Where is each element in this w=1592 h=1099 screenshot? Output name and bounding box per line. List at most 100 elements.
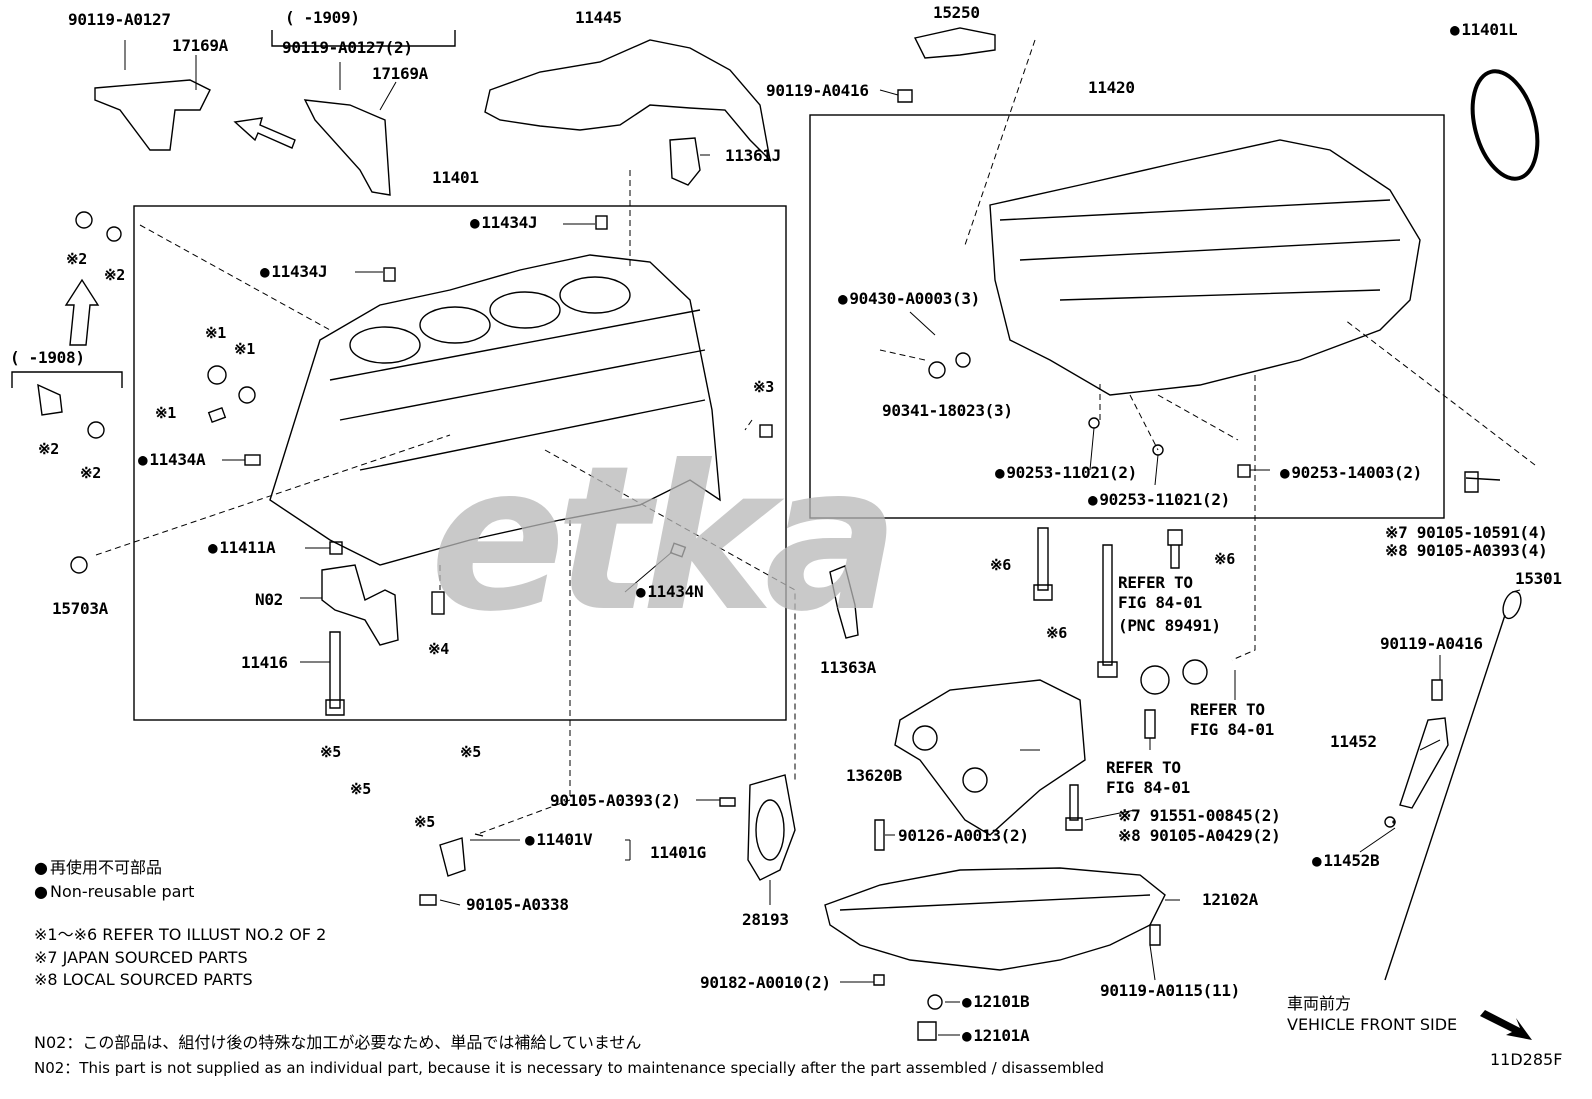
part-label[interactable]: 90253-11021(2) — [995, 465, 1137, 481]
bracket-17169a-left — [94, 79, 211, 151]
legend-note7: ※7 JAPAN SOURCED PARTS — [34, 948, 248, 967]
part-label[interactable]: 28193 — [742, 910, 789, 929]
watermark: etka — [430, 423, 899, 656]
part-label[interactable]: 11363A — [820, 658, 876, 677]
part-label[interactable]: 90105-A0393(2) — [550, 791, 681, 810]
sensor-15250 — [913, 27, 996, 59]
note-marker: ※1 — [155, 404, 176, 422]
bolt-11416 — [325, 631, 345, 716]
part-label[interactable]: 15250 — [933, 3, 980, 22]
part-label[interactable]: 90253-11021(2) — [1088, 492, 1230, 508]
part-label[interactable]: ※7 91551-00845(2) — [1118, 806, 1281, 825]
part-label[interactable]: 90126-A0013(2) — [898, 826, 1029, 845]
part-label[interactable]: 90105-A0338 — [466, 895, 569, 914]
refer-label[interactable]: FIG 84-01 — [1190, 720, 1274, 739]
gasket-28193 — [747, 774, 796, 881]
refer-label[interactable]: FIG 84-01 — [1106, 778, 1190, 797]
range-label: ( -1909) — [285, 8, 360, 27]
part-label[interactable]: 11401 — [432, 168, 479, 187]
cylinder-block-11401 — [269, 254, 721, 566]
part-label[interactable]: ※7 90105-10591(4) — [1385, 523, 1548, 542]
legend-en: Non-reusable part — [34, 884, 194, 900]
oil-seal-11401l — [1470, 69, 1540, 181]
part-label[interactable]: 90341-18023(3) — [882, 401, 1013, 420]
note-marker: ※5 — [414, 813, 435, 831]
bracket-17169a-right — [303, 99, 391, 196]
refer-label[interactable]: REFER TO — [1106, 758, 1181, 777]
vehicle-front-arrow — [1480, 1010, 1532, 1040]
note-marker: ※5 — [320, 743, 341, 761]
part-label[interactable]: 13620B — [846, 766, 902, 785]
note-marker: ※6 — [1046, 624, 1067, 642]
dipstick-15301 — [1384, 614, 1506, 981]
part-label[interactable]: 11434A — [138, 452, 205, 468]
note-marker: ※1 — [205, 324, 226, 342]
note-marker: ※5 — [350, 780, 371, 798]
crankcase-frame — [809, 114, 1445, 519]
part-label[interactable]: 11434J — [470, 215, 537, 231]
oil-pan-12102a — [824, 867, 1166, 971]
range-label: ( -1908) — [10, 348, 85, 367]
bearing-cap-n02 — [321, 564, 399, 646]
diagram-code: 11D285F — [1490, 1050, 1563, 1069]
part-label[interactable]: 11411A — [208, 540, 275, 556]
part-label[interactable]: ※8 90105-A0393(4) — [1385, 541, 1548, 560]
direction-arrow-left — [233, 117, 296, 149]
front-en: VEHICLE FRONT SIDE — [1287, 1015, 1458, 1034]
timing-cover-11445 — [484, 39, 772, 163]
part-label[interactable]: N02 — [255, 590, 283, 609]
part-label[interactable]: 90119-A0416 — [1380, 634, 1483, 653]
part-label[interactable]: 11401G — [650, 843, 706, 862]
note-marker: ※5 — [460, 743, 481, 761]
part-label[interactable]: 11452B — [1312, 853, 1379, 869]
legend-note8: ※8 LOCAL SOURCED PARTS — [34, 970, 253, 989]
part-label[interactable]: 90119-A0127 — [68, 10, 171, 29]
part-label[interactable]: 90119-A0416 — [766, 81, 869, 100]
guide-11452 — [1399, 717, 1449, 809]
part-label[interactable]: 17169A — [372, 64, 428, 83]
part-label[interactable]: 11361J — [725, 146, 781, 165]
refer-label[interactable]: REFER TO — [1190, 700, 1265, 719]
footer-n02-jp: N02：この部品は、組付け後の特殊な加工が必要なため、単品では補給していません — [34, 1033, 642, 1052]
legend-note1: ※1～※6 REFER TO ILLUST NO.2 OF 2 — [34, 925, 327, 944]
part-label[interactable]: 12101B — [962, 994, 1029, 1010]
part-label[interactable]: 15301 — [1515, 569, 1562, 588]
note-marker: ※6 — [990, 556, 1011, 574]
oil-pump-13620b — [894, 679, 1086, 836]
part-label[interactable]: 11445 — [575, 8, 622, 27]
pipe-11363a — [829, 565, 859, 639]
direction-arrow-up — [64, 278, 100, 346]
note-marker: ※2 — [66, 250, 87, 268]
part-label[interactable]: 11434N — [636, 584, 703, 600]
part-label[interactable]: 15703A — [52, 599, 108, 618]
note-marker: ※2 — [104, 266, 125, 284]
note-marker: ※1 — [234, 340, 255, 358]
part-label[interactable]: 11434J — [260, 264, 327, 280]
gasket-11361j — [669, 137, 701, 186]
note-marker: ※2 — [80, 464, 101, 482]
refer-label[interactable]: FIG 84-01 — [1118, 593, 1202, 612]
part-label[interactable]: 12101A — [962, 1028, 1029, 1044]
part-label[interactable]: 17169A — [172, 36, 228, 55]
part-label[interactable]: 12102A — [1202, 890, 1258, 909]
footer-n02-en: N02：This part is not supplied as an indi… — [34, 1059, 1105, 1077]
part-label[interactable]: 11401V — [525, 832, 592, 848]
part-label[interactable]: 11416 — [241, 653, 288, 672]
part-label[interactable]: 11452 — [1330, 732, 1377, 751]
note-marker: ※3 — [753, 378, 774, 396]
refer-label[interactable]: REFER TO — [1118, 573, 1193, 592]
crankcase-11420 — [989, 139, 1421, 396]
part-label[interactable]: 11401L — [1450, 22, 1517, 38]
legend-jp: 再使用不可部品 — [34, 860, 162, 876]
refer-label[interactable]: (PNC 89491) — [1118, 616, 1221, 635]
part-label[interactable]: 90253-14003(2) — [1280, 465, 1422, 481]
part-label[interactable]: ※8 90105-A0429(2) — [1118, 826, 1281, 845]
part-label[interactable]: 90182-A0010(2) — [700, 973, 831, 992]
part-label[interactable]: 11420 — [1088, 78, 1135, 97]
part-label[interactable]: 90119-A0115(11) — [1100, 981, 1240, 1000]
part-label[interactable]: 90119-A0127(2) — [282, 38, 413, 57]
part-label[interactable]: 90430-A0003(3) — [838, 291, 980, 307]
note-marker: ※4 — [428, 640, 449, 658]
